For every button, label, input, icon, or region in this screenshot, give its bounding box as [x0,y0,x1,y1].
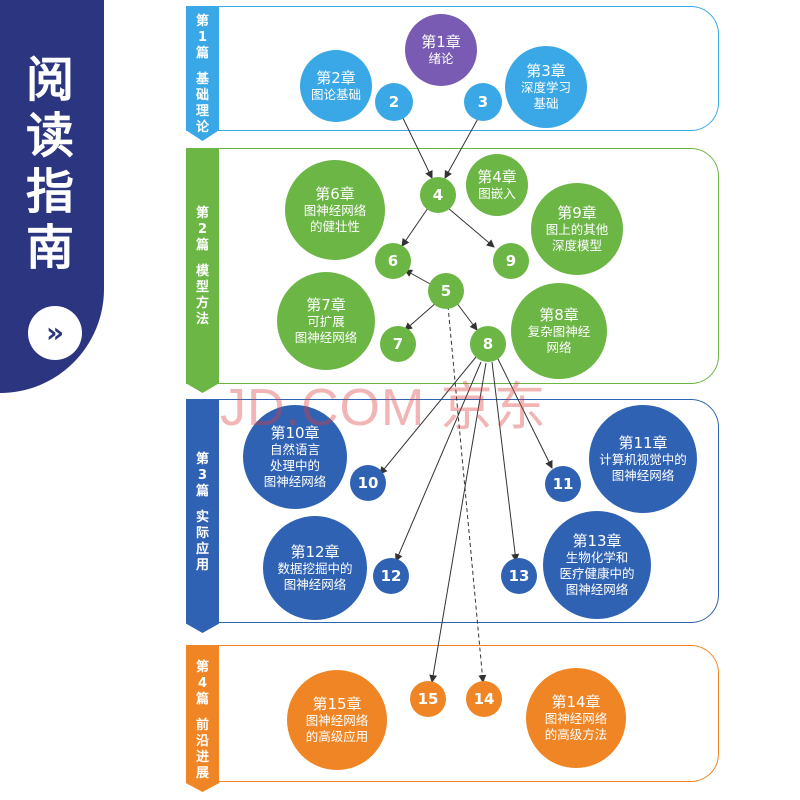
node-4: 4 [420,177,456,213]
arrow-5-to-8 [455,301,478,331]
chapter-11-circle: 第11章 计算机视觉中的 图神经网络 [589,405,697,513]
chapter-title: 第1章 [421,33,461,51]
node-8: 8 [470,326,506,362]
arrow-3-to-4 [444,114,481,179]
chapter-subtitle: 计算机视觉中的 图神经网络 [599,452,687,483]
part-4-box [186,645,719,782]
chapter-subtitle: 图神经网络 的高级应用 [305,713,369,744]
guide-title-char: 指 [25,164,74,220]
chapter-title: 第10章 [270,424,320,442]
node-3: 3 [464,83,502,121]
arrow-5-to-6 [404,269,433,286]
chapter-subtitle: 可扩展 图神经网络 [294,314,358,345]
chapter-subtitle: 绪论 [428,51,454,66]
node-2: 2 [375,83,413,121]
chapter-subtitle: 图神经网络 的健壮性 [303,203,367,234]
chapter-2-circle: 第2章 图论基础 [300,50,372,122]
chapter-subtitle: 图上的其他 深度模型 [545,222,609,253]
arrow-5-to-7 [404,301,438,331]
arrow-5-to-14 [447,305,487,683]
double-chevron-right-icon[interactable]: » [28,306,82,360]
chapter-subtitle: 数据挖掘中的 图神经网络 [277,561,353,592]
guide-title-char: 南 [25,220,74,276]
chapter-9-circle: 第9章 图上的其他 深度模型 [531,183,623,275]
chapter-title: 第8章 [539,306,579,324]
arrow-8-to-12 [395,361,482,562]
arrow-8-to-15 [429,362,487,683]
chapter-title: 第9章 [557,204,597,222]
node-9: 9 [493,243,529,279]
chapter-title: 第11章 [618,434,668,452]
chapter-title: 第12章 [290,543,340,561]
chapter-title: 第13章 [572,532,622,550]
chapter-3-circle: 第3章 深度学习 基础 [505,46,587,128]
chapter-14-circle: 第14章 图神经网络 的高级方法 [526,668,626,768]
node-15: 15 [410,681,446,717]
chapter-title: 第7章 [306,296,346,314]
node-11: 11 [545,466,581,502]
arrow-2-to-4 [399,111,433,179]
chapter-13-circle: 第13章 生物化学和 医疗健康中的 图神经网络 [543,511,651,619]
chapter-title: 第15章 [312,695,362,713]
chapter-subtitle: 生物化学和 医疗健康中的 图神经网络 [559,550,635,597]
arrow-4-to-6 [401,207,429,247]
part-3-tab [186,399,219,633]
chapter-title: 第4章 [477,168,517,186]
chapter-10-circle: 第10章 自然语言 处理中的 图神经网络 [243,405,347,509]
chapter-1-circle: 第1章 绪论 [405,14,477,86]
arrow-8-to-10 [379,356,477,475]
arrow-8-to-13 [491,361,520,562]
chapter-subtitle: 图神经网络 的高级方法 [544,711,608,742]
chapter-4-circle: 第4章 图嵌入 [466,154,528,216]
part-2-tab [186,148,219,393]
node-14: 14 [466,681,502,717]
chapter-title: 第2章 [316,69,356,87]
chapter-subtitle: 自然语言 处理中的 图神经网络 [263,442,327,489]
part-1-tab [186,6,219,141]
node-12: 12 [373,558,409,594]
chapter-title: 第6章 [315,185,355,203]
node-5: 5 [428,273,464,309]
chapter-8-circle: 第8章 复杂图神经 网络 [511,283,607,379]
node-7: 7 [380,326,416,362]
chapter-15-circle: 第15章 图神经网络 的高级应用 [287,670,387,770]
guide-title-char: 读 [25,108,74,164]
guide-title-char: 阅 [25,52,74,108]
chapter-12-circle: 第12章 数据挖掘中的 图神经网络 [263,516,367,620]
node-10: 10 [350,465,386,501]
node-13: 13 [501,558,537,594]
arrow-4-to-9 [447,207,495,248]
reading-guide-tab: 阅 读 指 南 » [0,0,104,393]
chapter-title: 第14章 [551,693,601,711]
node-6: 6 [375,243,411,279]
chapter-subtitle: 复杂图神经 网络 [527,324,591,355]
chapter-subtitle: 深度学习 基础 [520,80,571,111]
part-4-tab [186,645,219,792]
chapter-subtitle: 图论基础 [310,87,361,102]
reading-guide-title: 阅 读 指 南 [20,52,80,276]
chapter-7-circle: 第7章 可扩展 图神经网络 [277,272,375,370]
chapter-subtitle: 图嵌入 [478,186,516,201]
chapter-title: 第3章 [526,62,566,80]
jd-watermark: JD.COM 京东 [220,379,547,437]
arrow-8-to-11 [496,356,553,469]
chapter-6-circle: 第6章 图神经网络 的健壮性 [285,160,385,260]
